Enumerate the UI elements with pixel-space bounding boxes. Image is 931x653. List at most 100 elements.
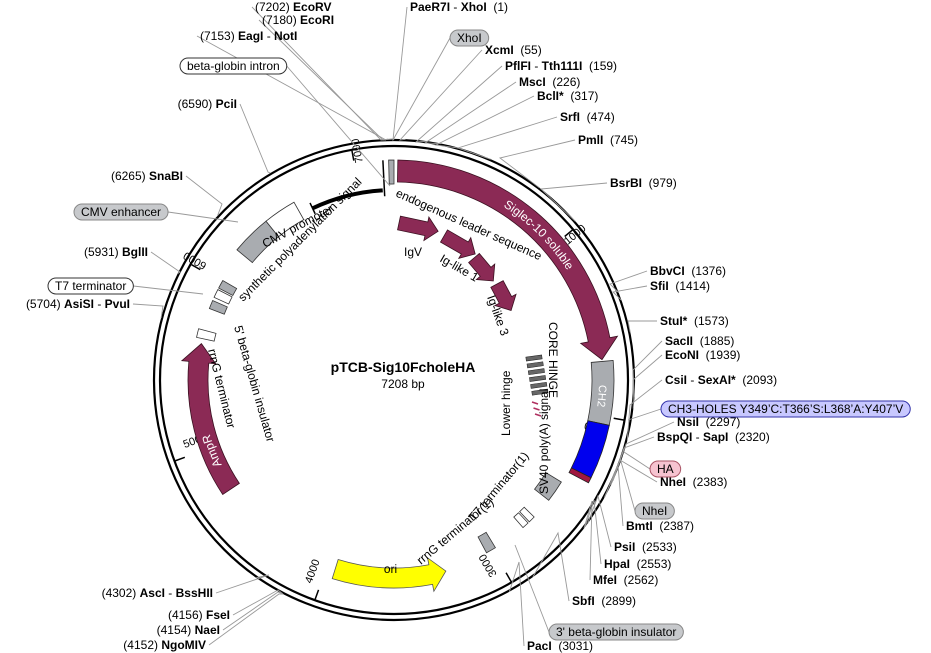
lower-hinge-mark bbox=[534, 413, 542, 417]
site-label: (4156) FseI bbox=[168, 608, 230, 622]
scale-tick-label: 4000 bbox=[303, 558, 323, 585]
restriction-site: SacII (1885) bbox=[632, 334, 734, 398]
feature-inner-label: Lower hinge bbox=[499, 370, 513, 436]
ig-like3-arrow bbox=[490, 280, 517, 311]
restriction-site: PmlI (745) bbox=[498, 133, 638, 189]
boxed-feature-label: CMV enhancer bbox=[73, 203, 239, 223]
restriction-site: (4302) AscI - BssHII bbox=[102, 574, 270, 600]
site-leader-line bbox=[509, 561, 525, 647]
beta-globin-insulator5-block bbox=[208, 299, 228, 315]
leader-block bbox=[388, 159, 395, 185]
site-label: NheI (2383) bbox=[660, 475, 727, 489]
site-label: (4154) NaeI bbox=[157, 623, 220, 637]
site-label: BclI* (317) bbox=[537, 89, 598, 103]
site-label: MscI (226) bbox=[519, 75, 580, 89]
restriction-site: PaeR7I - XhoI (1) bbox=[392, 0, 508, 142]
scale-tick bbox=[505, 572, 512, 582]
scale-tick bbox=[175, 456, 186, 462]
restriction-site: (4152) NgoMIV bbox=[123, 593, 284, 652]
site-leader-line bbox=[222, 591, 283, 631]
site-leader-line bbox=[632, 354, 663, 409]
site-leader-line bbox=[610, 436, 655, 486]
boxed-label-leader bbox=[167, 211, 239, 223]
restriction-site: (6265) SnaBI bbox=[111, 169, 223, 217]
site-label: StuI* (1573) bbox=[660, 314, 729, 328]
restriction-site: PacI (3031) bbox=[509, 561, 593, 653]
restriction-site-layer: (7202) EcoRV(7180) EcoRI (7153) EagI - No… bbox=[26, 0, 777, 653]
feature-inner-label: IgV bbox=[404, 245, 422, 259]
site-label: BbvCI (1376) bbox=[650, 264, 726, 278]
boxed-feature-label: NheI bbox=[619, 457, 675, 520]
restriction-site: BclI* (317) bbox=[434, 89, 598, 149]
site-leader-line bbox=[398, 49, 483, 141]
boxed-label-leader bbox=[133, 285, 204, 295]
site-label: BmtI (2387) bbox=[626, 519, 694, 533]
site-label: EcoNI (1939) bbox=[665, 348, 740, 362]
site-label: XcmI (55) bbox=[485, 43, 542, 57]
site-label: (7180) EcoRI bbox=[262, 13, 334, 27]
site-label: (6265) SnaBI bbox=[111, 169, 183, 183]
boxed-feature-label: T7 terminator bbox=[47, 277, 204, 295]
lower-hinge-mark bbox=[531, 401, 539, 405]
plasmid-length: 7208 bp bbox=[381, 377, 425, 391]
scale-tick bbox=[351, 150, 355, 161]
restriction-site: EcoNI (1939) bbox=[632, 348, 740, 409]
restriction-site: (7153) EagI - NotI bbox=[196, 29, 387, 141]
site-label: PflFI - Tth111I (159) bbox=[505, 59, 617, 73]
site-leader-line bbox=[539, 182, 608, 222]
site-leader-line bbox=[239, 103, 271, 174]
core-hinge-bar bbox=[529, 375, 547, 382]
igv-arrow bbox=[397, 215, 439, 242]
boxed-label-text: CH3-HOLES Y349’C:T366’S:L368’A:Y407’V bbox=[668, 402, 903, 416]
siglec10-soluble-arrow bbox=[397, 159, 619, 361]
restriction-site: BsrBI (979) bbox=[539, 176, 677, 222]
ig-like2-arrow bbox=[468, 252, 496, 282]
boxed-label-leader bbox=[392, 37, 451, 141]
site-leader-line bbox=[434, 95, 535, 149]
ori-arrow bbox=[331, 556, 447, 593]
site-leader-line bbox=[258, 19, 389, 141]
site-label: SbfI (2899) bbox=[572, 594, 636, 608]
restriction-site: PflFI - Tth111I (159) bbox=[414, 59, 617, 143]
site-leader-line bbox=[626, 379, 663, 441]
restriction-site: SrfI (474) bbox=[456, 110, 615, 160]
boxed-label-bg bbox=[449, 29, 490, 47]
insulator-block-2 bbox=[218, 279, 238, 297]
boxed-label-leader bbox=[514, 544, 550, 633]
backbone-inner-ring bbox=[158, 144, 630, 616]
restriction-site: (5704) AsiSI - PvuI bbox=[26, 297, 164, 319]
site-leader-line bbox=[150, 251, 181, 274]
site-leader-line bbox=[208, 593, 284, 646]
site-label: (4152) NgoMIV bbox=[123, 638, 206, 652]
site-leader-line bbox=[498, 139, 576, 189]
restriction-site: (7202) EcoRV bbox=[251, 0, 393, 141]
core-hinge-bar bbox=[526, 361, 544, 369]
ch3-holes-block bbox=[570, 420, 610, 479]
core-hinge-bar bbox=[525, 354, 543, 362]
scale-tick bbox=[191, 264, 201, 271]
boxed-feature-label: beta-globin intron bbox=[179, 57, 391, 187]
boxed-label-text: beta-globin intron bbox=[187, 59, 280, 73]
boxed-label-text: 3' beta-globin insulator bbox=[556, 625, 676, 639]
feature-layer bbox=[180, 159, 619, 593]
restriction-site: BmtI (2387) bbox=[603, 464, 694, 533]
site-label: (5704) AsiSI - PvuI bbox=[26, 297, 130, 311]
boxed-label-bg bbox=[548, 623, 684, 641]
feature-inner-label: Ig-like 1 bbox=[438, 251, 482, 284]
cmv-promoter-block bbox=[265, 201, 305, 238]
rrng-terminator1-block bbox=[477, 531, 496, 554]
site-leader-line bbox=[456, 116, 558, 160]
restriction-site: MfeI (2562) bbox=[583, 500, 658, 587]
site-leader-line bbox=[251, 6, 393, 141]
site-leader-line bbox=[584, 499, 602, 565]
boxed-feature-label: HA bbox=[623, 451, 682, 478]
site-leader-line bbox=[232, 589, 283, 616]
t7-terminator1-block-2 bbox=[513, 512, 529, 529]
boxed-label-bg bbox=[47, 277, 134, 295]
site-leader-line bbox=[423, 81, 517, 145]
scale-tick bbox=[613, 417, 624, 421]
boxed-label-leader bbox=[286, 65, 391, 187]
boxed-label-text: NheI bbox=[642, 504, 667, 518]
feature-inner-label: SV40 poly(A) signal bbox=[537, 389, 551, 494]
